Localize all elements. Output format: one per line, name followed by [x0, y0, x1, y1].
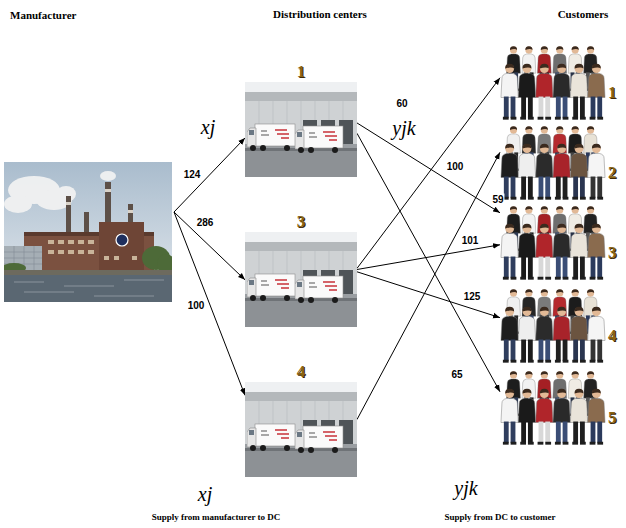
variable-symbol: xj — [201, 116, 215, 138]
column-heading: Distribution centers — [273, 8, 367, 20]
flow-quantity: 100 — [187, 300, 206, 311]
axis-caption: Supply from DC to customer — [445, 512, 556, 523]
warehouse-picture — [245, 382, 357, 477]
flow-quantity: 100 — [446, 161, 465, 172]
node-heading: Manufacturer — [4, 6, 174, 21]
warehouse-picture — [245, 232, 357, 327]
crowd-picture — [500, 288, 606, 366]
variable-symbol: yjk — [392, 117, 415, 139]
distribution-center: 1 — [245, 62, 357, 177]
variable-symbol: yjk — [454, 477, 477, 499]
axis-caption: Supply from manufacturer to DC — [152, 512, 281, 523]
flow-quantity: 65 — [450, 369, 463, 380]
customer-group: 1 — [500, 45, 617, 123]
factory-picture — [4, 162, 172, 302]
distribution-center: 3 — [245, 212, 357, 327]
flow-quantity: 125 — [463, 291, 482, 302]
flow-arrow — [357, 133, 500, 392]
flow-quantity: 101 — [461, 235, 480, 246]
variable-symbol: xj — [198, 483, 212, 505]
connector-group — [174, 78, 500, 420]
crowd-picture — [500, 205, 606, 283]
variable-symbol: xj — [201, 116, 215, 138]
flow-quantity: 60 — [395, 98, 408, 109]
variable-symbol: yjk — [454, 477, 477, 499]
crowd-picture — [501, 46, 605, 119]
flow-quantity: 100 — [446, 161, 465, 172]
column-heading: Distribution centers — [273, 8, 367, 20]
customer-group: 4 — [500, 288, 617, 366]
node-number: 3 — [245, 212, 357, 232]
variable-symbol: yjk — [392, 117, 415, 139]
column-heading: Customers — [558, 8, 609, 20]
flow-quantity: 101 — [461, 235, 480, 246]
customer-group: 2 — [500, 125, 617, 203]
customer-group: 3 — [500, 205, 617, 283]
node-number: 1 — [245, 62, 357, 82]
flow-arrow — [357, 78, 500, 269]
flow-arrow — [357, 123, 500, 213]
flow-arrow — [357, 272, 500, 318]
axis-caption: Supply from DC to customer — [445, 512, 556, 523]
axis-caption: Supply from manufacturer to DC — [152, 512, 281, 523]
crowd-picture — [500, 370, 606, 448]
flow-quantity: 286 — [196, 217, 215, 228]
factory-picture — [4, 162, 172, 302]
flow-arrow — [174, 212, 245, 395]
node-number: 2 — [608, 163, 617, 183]
node-number: 4 — [245, 362, 357, 382]
flow-quantity: 286 — [196, 217, 215, 228]
node-number: 4 — [608, 326, 617, 346]
crowd-picture — [500, 45, 606, 123]
crowd-picture — [500, 125, 606, 203]
warehouse-picture — [245, 82, 357, 177]
flow-quantity: 59 — [491, 194, 504, 205]
crowd-picture — [501, 289, 605, 362]
node-number: 5 — [608, 408, 617, 428]
flow-quantity: 100 — [187, 300, 206, 311]
warehouse-picture — [245, 82, 357, 177]
customer-group: 5 — [500, 370, 617, 448]
node-number: 1 — [608, 83, 617, 103]
flow-arrow — [357, 152, 500, 419]
column-heading: Customers — [558, 8, 609, 20]
warehouse-picture — [245, 382, 357, 477]
flow-quantity: 59 — [491, 194, 504, 205]
flow-quantity: 125 — [463, 291, 482, 302]
crowd-picture — [501, 206, 605, 279]
flow-quantity: 124 — [183, 169, 202, 180]
flow-arrow — [174, 212, 245, 280]
flow-arrow — [357, 245, 500, 270]
flow-arrow — [174, 138, 245, 212]
flow-quantity: 124 — [183, 169, 202, 180]
flow-quantity: 60 — [395, 98, 408, 109]
node-number: 3 — [608, 243, 617, 263]
manufacturer-node: Manufacturer — [4, 6, 174, 302]
variable-symbol: xj — [198, 483, 212, 505]
warehouse-picture — [245, 232, 357, 327]
crowd-picture — [501, 371, 605, 444]
flow-quantity: 65 — [450, 369, 463, 380]
crowd-picture — [501, 126, 605, 199]
distribution-center: 4 — [245, 362, 357, 477]
